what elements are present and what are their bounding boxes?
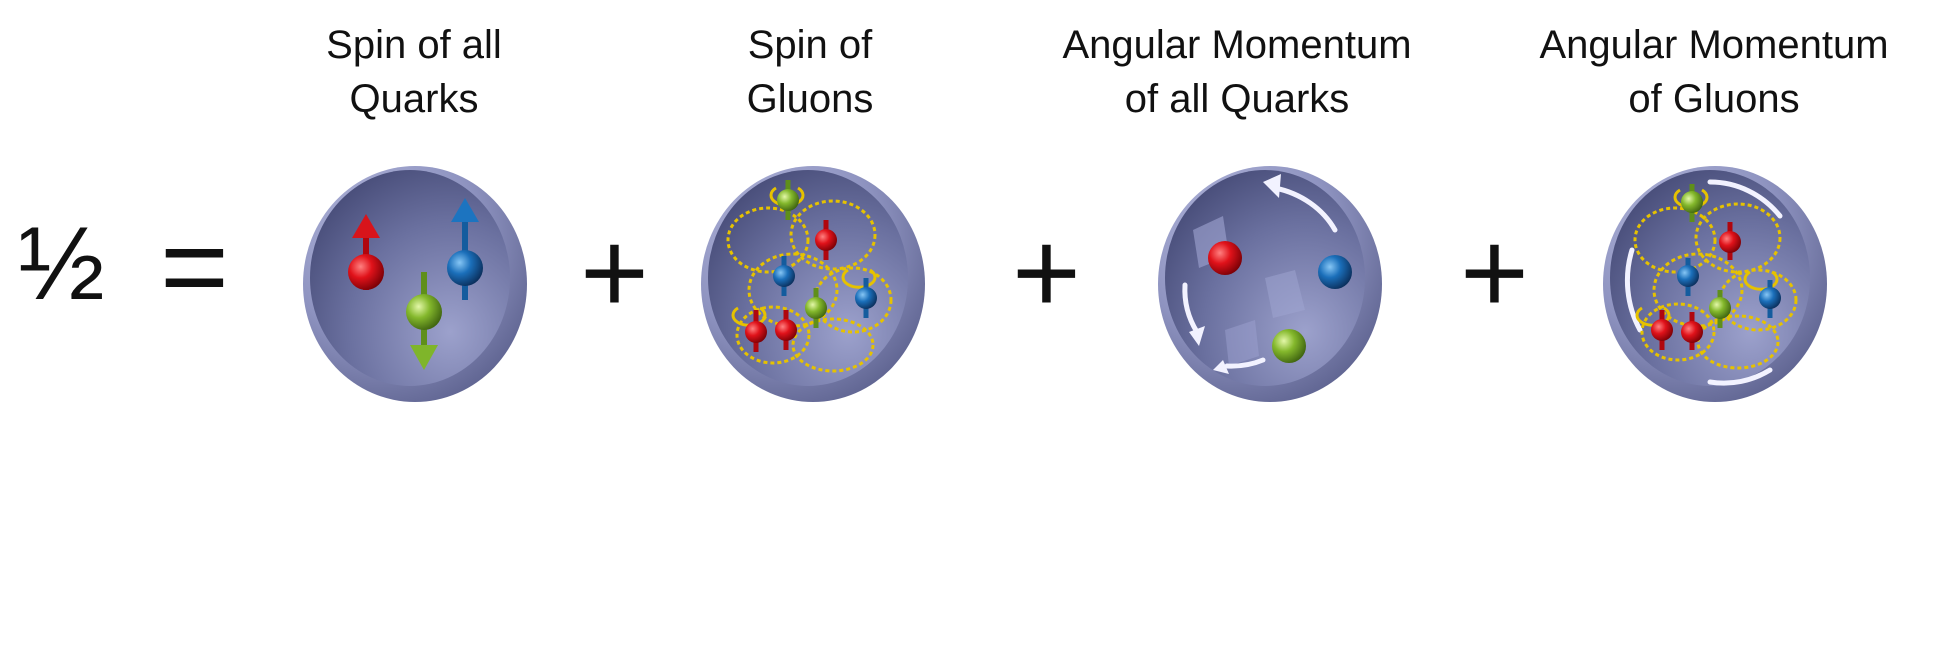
gluon-orbital-sphere-illustration [1603,166,1827,402]
blue-quark-spin-up [447,198,483,300]
one-half-symbol: ½ [18,206,105,322]
label-quark-angular-momentum: Angular Momentum of all Quarks [1027,18,1447,126]
label-gluon-spin-line1: Spin of [747,23,873,67]
equals-sign: = [160,201,229,333]
label-quark-spin-line1: Spin of all [326,23,502,67]
red-quark [1208,241,1242,275]
label-quark-angular-momentum-line1: Angular Momentum [1062,23,1412,67]
plus-sign-3: + [1460,207,1529,339]
label-gluon-spin-line2: Gluons [746,77,874,121]
label-gluon-spin: Spin of Gluons [600,18,1020,126]
orbit-arrowheads [1189,174,1281,374]
sphere-inner [708,170,908,386]
inner-facet-2 [1265,270,1305,318]
gluon-spin-sphere-illustration [701,166,925,402]
quark-orbital-sphere-illustration [1158,166,1382,402]
blue-quark [1318,255,1352,289]
gluon-field-loops [726,199,893,373]
sphere-inner [310,170,510,386]
gluon-quarks [745,180,877,352]
inner-facet-3 [1225,320,1259,366]
label-gluon-angular-momentum-line2: of Gluons [1628,77,1800,121]
green-quark [1272,329,1306,363]
orbit-arrows [1182,185,1338,369]
red-quark-spin-up [348,214,384,290]
label-quark-angular-momentum-line2: of all Quarks [1124,77,1350,121]
gluon-quarks [1651,184,1781,350]
orbit-arrows [1624,179,1783,386]
label-gluon-angular-momentum-line1: Angular Momentum [1539,23,1889,67]
label-quark-spin: Spin of all Quarks [204,18,624,126]
sphere-inner [1610,170,1810,386]
quark-spin-sphere-illustration [303,166,527,402]
plus-sign-1: + [580,207,649,339]
label-gluon-angular-momentum: Angular Momentum of Gluons [1504,18,1924,126]
label-quark-spin-line2: Quarks [349,77,479,121]
green-quark-spin-down [406,272,442,370]
plus-sign-2: + [1012,207,1081,339]
